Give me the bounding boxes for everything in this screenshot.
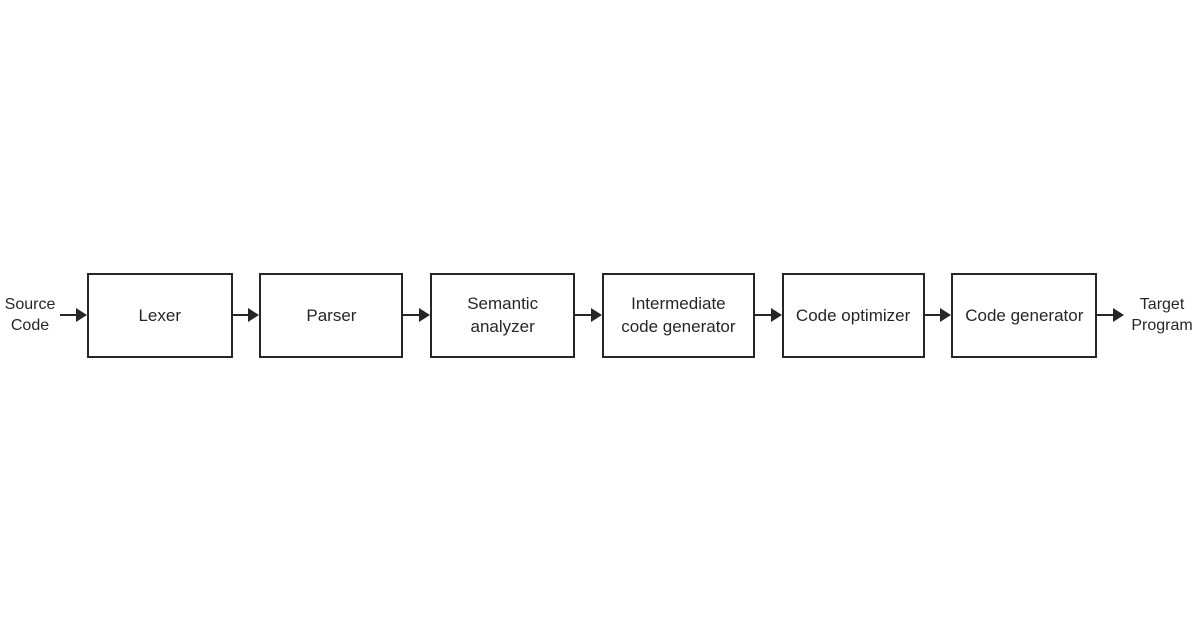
stage-box-intermediate-code-generator: Intermediate code generator: [601, 272, 755, 358]
arrow-right-icon: [248, 308, 260, 322]
stage-box-code-generator: Code generator: [951, 272, 1098, 358]
source-code-label: Source Code: [4, 296, 56, 334]
arrow-line: [1097, 314, 1114, 316]
stage-label: Intermediate code generator: [621, 294, 736, 336]
arrow-line: [403, 314, 420, 316]
arrow-right-icon: [940, 308, 952, 322]
stage-box-lexer: Lexer: [86, 272, 233, 358]
flow-arrow: [754, 308, 782, 322]
arrow-right-icon: [75, 308, 87, 322]
arrow-right-icon: [770, 308, 782, 322]
flow-arrow: [232, 308, 260, 322]
arrow-line: [924, 314, 941, 316]
stage-label: Semantic analyzer: [467, 294, 539, 336]
flow-arrow: [60, 308, 87, 322]
arrow-line: [60, 314, 76, 316]
target-program-label: Target Program: [1131, 296, 1193, 334]
arrow-line: [575, 314, 591, 316]
stage-label: Lexer: [138, 305, 181, 325]
flow-arrow: [575, 308, 602, 322]
stage-box-code-optimizer: Code optimizer: [781, 272, 925, 358]
arrow-line: [232, 314, 249, 316]
flow-arrow: [924, 308, 952, 322]
stage-label: Code optimizer: [795, 305, 911, 325]
arrow-line: [754, 314, 771, 316]
arrow-right-icon: [1113, 308, 1125, 322]
arrow-right-icon: [419, 308, 431, 322]
flow-arrow: [1097, 308, 1125, 322]
stage-box-semantic-analyzer: Semantic analyzer: [430, 272, 576, 358]
arrow-right-icon: [590, 308, 602, 322]
stage-box-parser: Parser: [259, 272, 404, 358]
flow-arrow: [403, 308, 431, 322]
stage-label: Code generator: [965, 305, 1084, 325]
stage-label: Parser: [306, 305, 357, 325]
